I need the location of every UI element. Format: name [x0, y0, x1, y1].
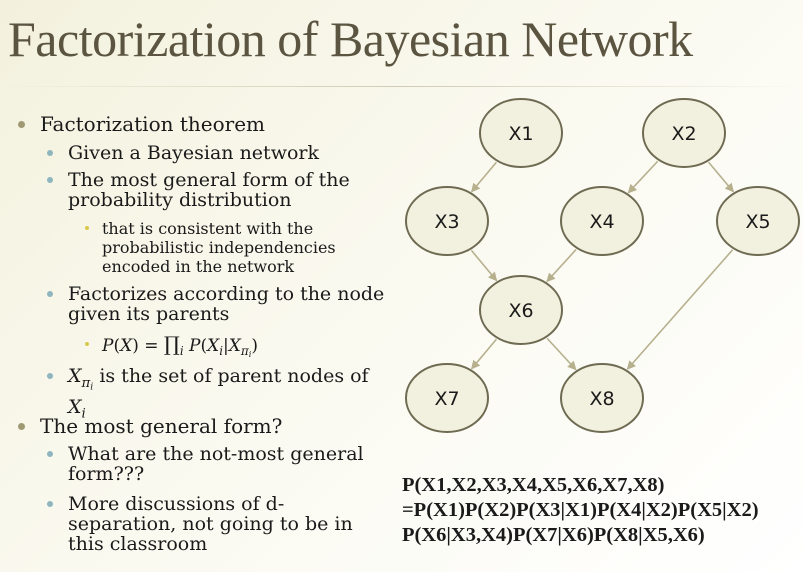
bullet-dot: [47, 291, 53, 297]
node-x8: X8: [560, 363, 644, 433]
joint-line-3: P(X6|X3,X4)P(X7|X6)P(X8|X5,X6): [402, 524, 705, 546]
joint-line-1: P(X1,X2,X3,X4,X5,X6,X7,X8): [402, 474, 665, 496]
edge-x3-x6: [470, 249, 498, 282]
node-x2: X2: [642, 98, 726, 168]
bullet-dot: [18, 423, 25, 430]
edge-x2-x5: [708, 161, 735, 193]
bullet-dot: [18, 121, 25, 128]
node-x6: X6: [479, 275, 563, 345]
edge-x2-x4: [627, 160, 659, 194]
node-ellipse: [560, 186, 644, 256]
joint-line-2: =P(X1)P(X2)P(X3|X1)P(X4|X2)P(X5|X2): [402, 499, 759, 521]
bullet-parent-set: Xπi is the set of parent nodes of Xi: [47, 365, 369, 425]
node-label: X1: [508, 123, 533, 145]
node-ellipse: [642, 98, 726, 168]
factorization-formula: P(X) = ∏i P(Xi|Xπi): [85, 332, 258, 364]
node-ellipse: [479, 98, 563, 168]
bullet-given-bn: Given a Bayesian network: [47, 143, 319, 163]
node-label: X2: [671, 123, 696, 145]
node-label: X7: [434, 388, 459, 410]
node-ellipse: [405, 186, 489, 256]
node-label: X3: [434, 211, 459, 233]
bullet-factorizes: Factorizes according to the node given i…: [47, 284, 384, 324]
node-label: X8: [589, 388, 614, 410]
node-ellipse: [479, 275, 563, 345]
x-pi-i-symbol: Xπi: [68, 365, 94, 392]
bullet-consistent: that is consistent with the probabilisti…: [85, 219, 336, 276]
bullet-dot: [85, 226, 89, 230]
bullet-dot: [47, 501, 53, 507]
node-label: X6: [508, 300, 533, 322]
edge-x6-x7: [470, 338, 497, 370]
joint-distribution-formula: P(X1,X2,X3,X4,X5,X6,X7,X8) =P(X1)P(X2)P(…: [402, 473, 759, 548]
node-label: X4: [589, 211, 614, 233]
bullet-dot: [47, 373, 53, 379]
bullet-dot: [47, 150, 53, 156]
title-divider: [0, 86, 803, 87]
bullet-most-general-question: The most general form?: [18, 416, 282, 436]
node-ellipse: [560, 363, 644, 433]
edge-group: [470, 160, 735, 371]
node-ellipse: [405, 363, 489, 433]
product-symbol: ∏: [163, 332, 180, 356]
edge-x6-x8: [546, 337, 577, 371]
edge-x1-x3: [470, 161, 497, 193]
bullet-discussion: More discussions of d- separation, not g…: [47, 494, 353, 554]
edge-x5-x8: [626, 249, 734, 370]
node-label: X5: [745, 211, 770, 233]
edge-x4-x6: [546, 248, 577, 283]
node-x3: X3: [405, 186, 489, 256]
slide-title: Factorization of Bayesian Network: [8, 11, 693, 67]
x-i-symbol: Xi: [68, 395, 86, 422]
node-x5: X5: [716, 186, 800, 256]
node-x7: X7: [405, 363, 489, 433]
bullet-list: Factorization theorem Given a Bayesian n…: [0, 0, 400, 572]
bullet-not-most-general: What are the not-most general form???: [47, 444, 364, 484]
node-x4: X4: [560, 186, 644, 256]
bullet-dot: [85, 342, 89, 346]
node-ellipse: [716, 186, 800, 256]
bullet-factorization-theorem: Factorization theorem: [18, 114, 265, 134]
bullet-dot: [47, 451, 53, 457]
node-x1: X1: [479, 98, 563, 168]
bullet-most-general-form: The most general form of the probability…: [47, 170, 350, 210]
bullet-dot: [47, 177, 53, 183]
